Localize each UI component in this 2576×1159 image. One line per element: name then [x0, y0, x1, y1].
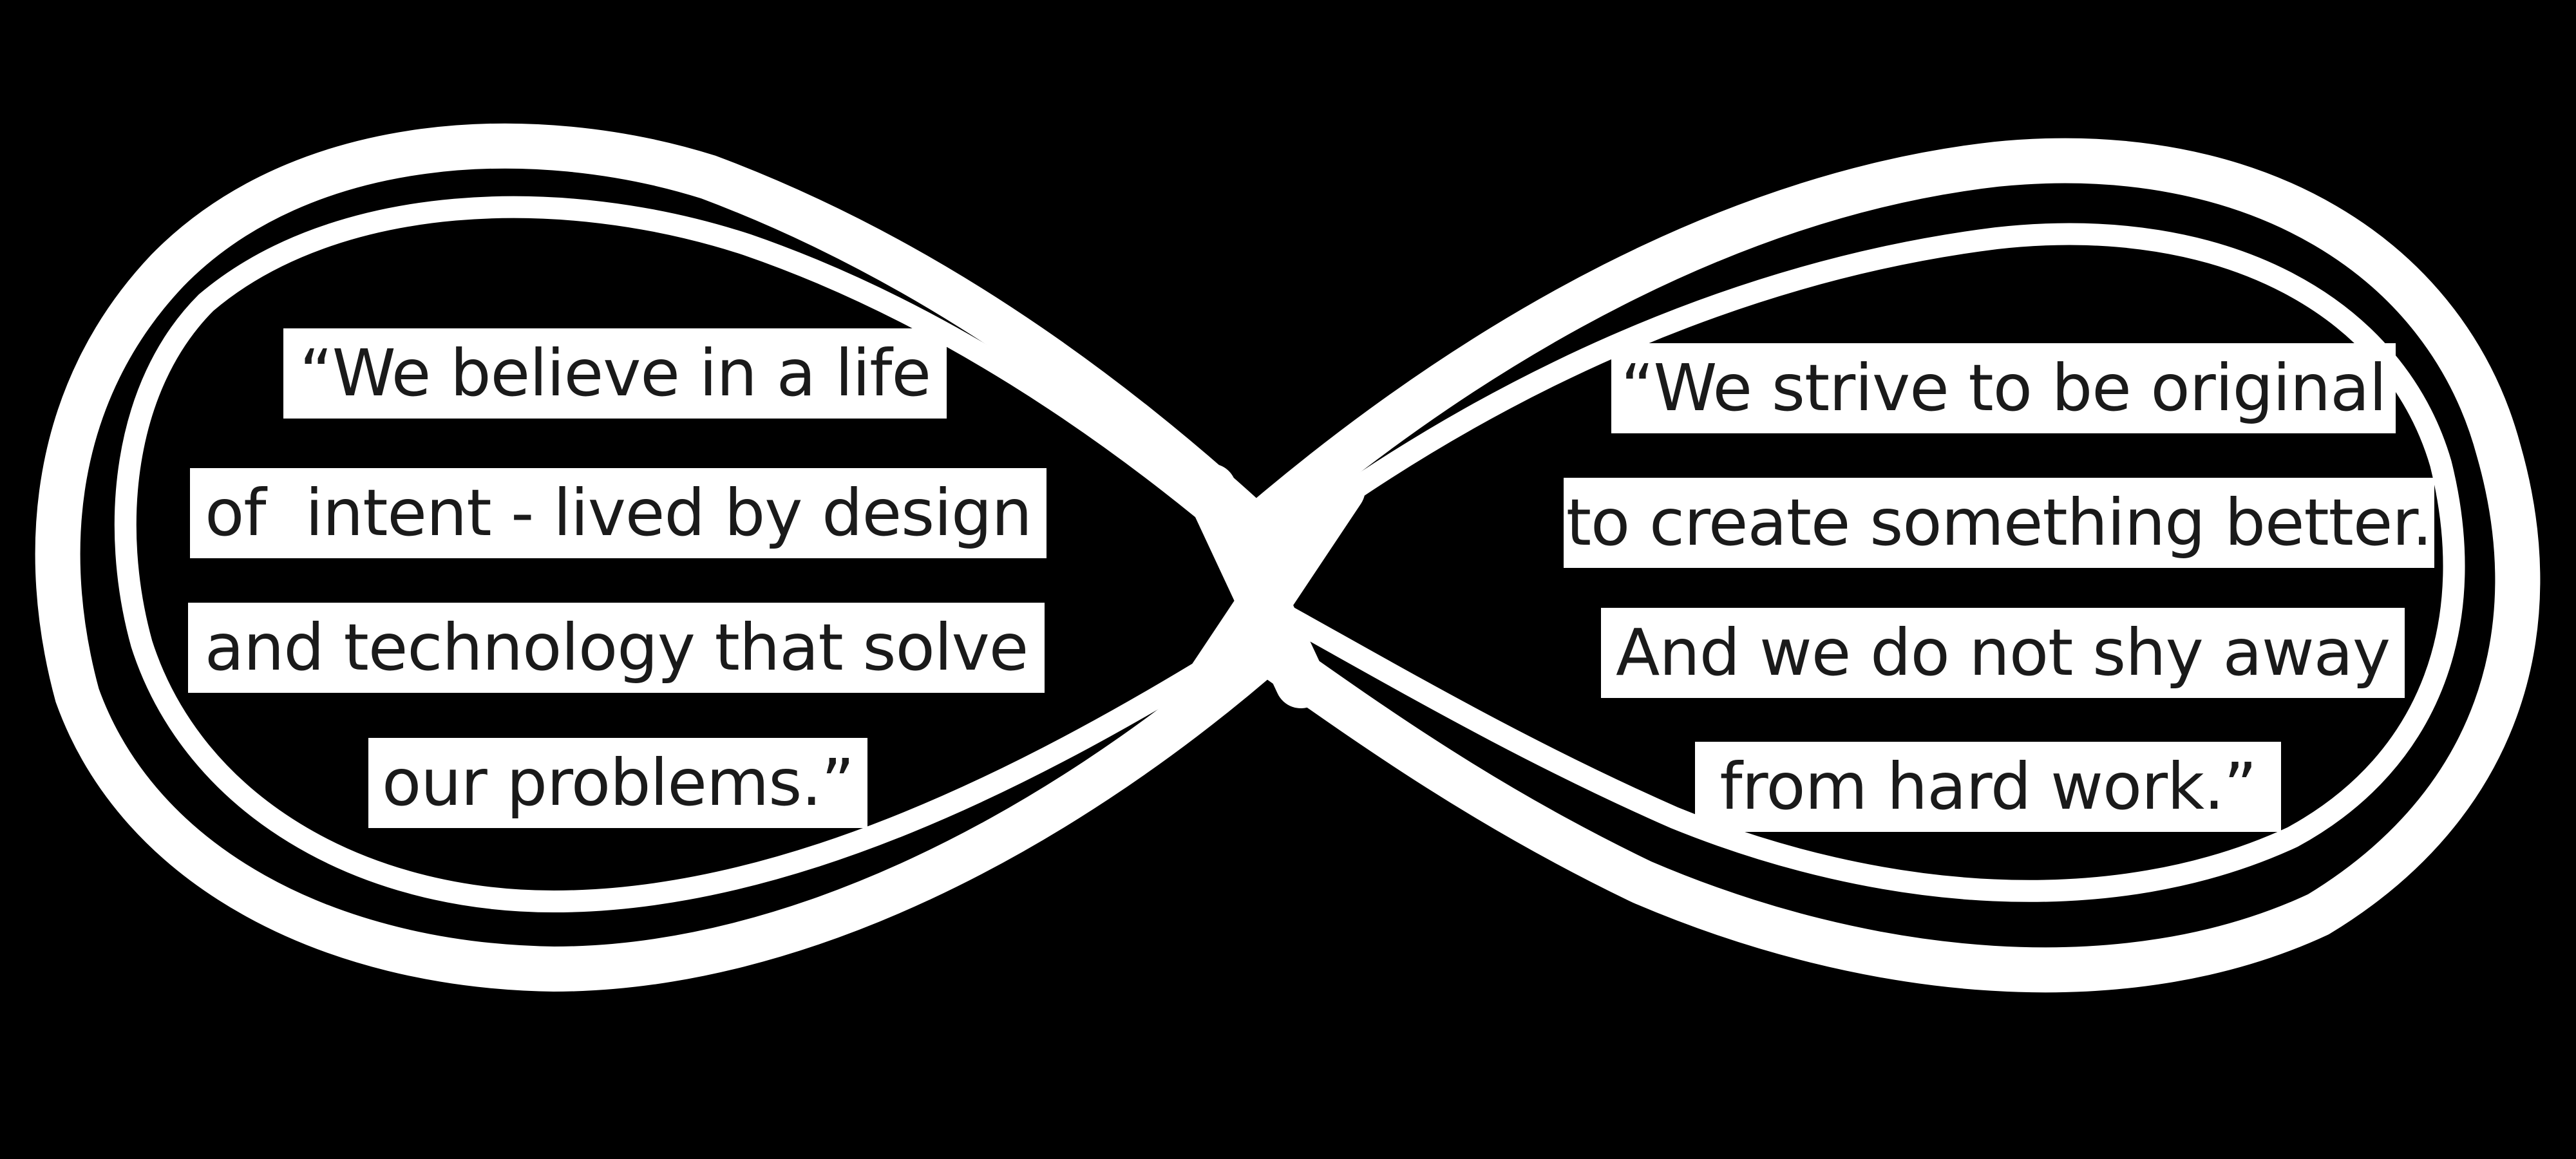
infinity-ribbon-right-inner: [1245, 223, 2465, 902]
infinity-ribbon-right-outer: [1233, 138, 2541, 993]
left-quote-line-2: of intent - lived by design: [190, 468, 1046, 558]
right-quote-line-3: And we do not shy away: [1601, 608, 2405, 698]
right-quote-line-4: from hard work.”: [1695, 742, 2281, 832]
infinity-ribbon-left-inner: [114, 196, 1267, 912]
left-quote-line-3: and technology that solve: [188, 603, 1045, 693]
right-quote-line-1: “We strive to be original: [1611, 343, 2396, 433]
infinity-ribbon-crossing-2: [1185, 464, 1365, 708]
right-quote-line-2: to create something better.: [1564, 478, 2434, 568]
infinity-ribbon-left-outer: [35, 123, 1278, 992]
left-quote-line-4: our problems.”: [368, 738, 867, 828]
left-quote-line-1: “We believe in a life: [283, 328, 947, 419]
